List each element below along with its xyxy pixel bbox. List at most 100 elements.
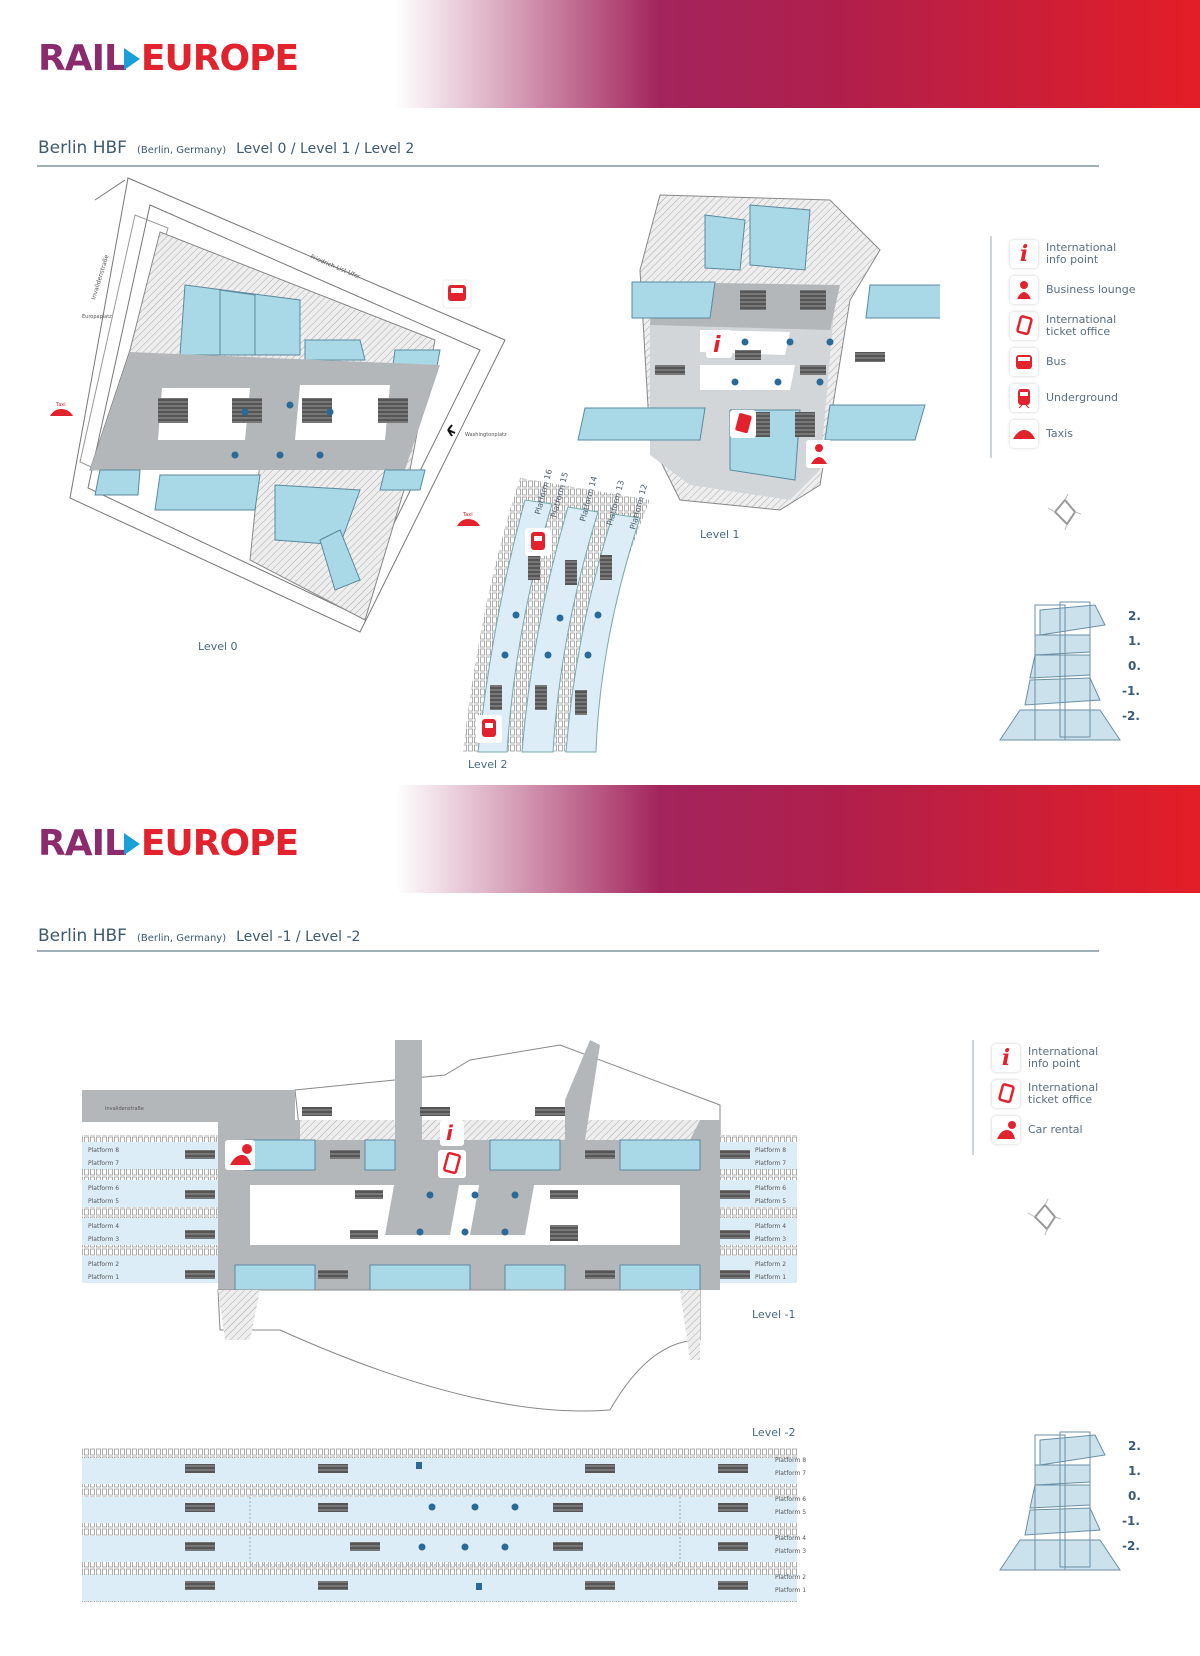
entrance-arrow-icon: [447, 424, 456, 437]
level-stack-label: -1.: [1122, 684, 1140, 698]
logo-europe: EUROPE: [140, 823, 299, 864]
svg-text:i: i: [446, 1121, 454, 1145]
legend-label: Bus: [1046, 355, 1067, 368]
ticket-office-icon[interactable]: [438, 1150, 466, 1178]
station-location: (Berlin, Germany): [136, 145, 227, 156]
platform-label: Platform 8: [88, 1147, 119, 1154]
taxi-stand-icon[interactable]: Taxi: [45, 398, 77, 424]
legend-label: Car rental: [1028, 1123, 1083, 1136]
platform-label: Platform 2: [775, 1574, 806, 1581]
platform-label: Platform 7: [88, 1160, 119, 1167]
level-stack-label: 0.: [1128, 659, 1141, 673]
info-point-icon[interactable]: i: [706, 330, 732, 358]
page-title: Berlin HBF (Berlin, Germany) Level 0 / L…: [38, 138, 414, 158]
level-label: Level 2: [468, 758, 508, 771]
logo-rail: RAIL: [38, 823, 127, 864]
platform-label: Platform 3: [755, 1236, 786, 1243]
level-label: Level 1: [700, 528, 740, 541]
logo-europe: EUROPE: [140, 38, 299, 79]
level-2-map[interactable]: Platform 16 Platform 15 Platform 14 Plat…: [463, 468, 650, 771]
info-icon: i: [992, 1044, 1020, 1072]
car-rental-icon[interactable]: [225, 1140, 255, 1170]
level-label: Level -1: [752, 1308, 796, 1321]
legend-item: International ticket office: [1010, 308, 1135, 344]
ticket-office-icon: [1010, 312, 1038, 340]
level-0-map[interactable]: Invalidenstraße Europaplatz Friedrich-Li…: [69, 177, 507, 653]
level-stack-label: 1.: [1128, 634, 1141, 648]
level-stack-label: -2.: [1122, 1539, 1140, 1553]
platform-label: Platform 7: [755, 1160, 786, 1167]
info-icon: i: [1010, 240, 1038, 268]
raileurope-logo[interactable]: RAIL EUROPE: [38, 823, 299, 864]
compass-icon: [1047, 493, 1082, 531]
underground-icon[interactable]: [525, 528, 551, 556]
level-stack-label: 2.: [1128, 1439, 1141, 1453]
platform-label: Platform 2: [88, 1261, 119, 1268]
bus-stop-icon[interactable]: [442, 279, 472, 309]
level-minus-1-map[interactable]: Invalidenstraße Platform 8 Platform 7 Pl…: [82, 1040, 797, 1412]
taxi-stand-icon[interactable]: Taxi: [452, 508, 484, 534]
underground-icon[interactable]: [476, 715, 502, 743]
platform-label: Platform 7: [775, 1470, 806, 1477]
station-location: (Berlin, Germany): [136, 933, 227, 944]
level-minus-2-map[interactable]: Level -2 Platform 8 Platform 7 Platform …: [82, 1426, 806, 1602]
platform-label: Platform 6: [755, 1185, 786, 1192]
ticket-office-icon[interactable]: [730, 410, 756, 438]
escalator-icon: [490, 555, 612, 715]
platform-label: Platform 5: [88, 1198, 119, 1205]
legend-item: International ticket office: [992, 1076, 1108, 1112]
raileurope-logo[interactable]: RAIL EUROPE: [38, 38, 299, 79]
business-lounge-icon[interactable]: [806, 440, 832, 468]
platform-label: Platform 5: [755, 1198, 786, 1205]
platform-label: Platform 1: [755, 1274, 786, 1281]
escalator-icon: [185, 1107, 750, 1279]
escalator-icon: [185, 1464, 748, 1590]
platform-label: Platform 4: [755, 1223, 786, 1230]
legend-item: Bus: [1010, 344, 1135, 380]
platform-label: Platform 4: [775, 1535, 806, 1542]
header-banner: [0, 0, 1200, 108]
svg-text:i: i: [713, 333, 721, 358]
logo-rail: RAIL: [38, 38, 127, 79]
level-stack-label: 2.: [1128, 609, 1141, 623]
legend-label: Business lounge: [1046, 283, 1136, 296]
platform-label: Platform 3: [88, 1236, 119, 1243]
levels-heading: Level -1 / Level -2: [236, 929, 361, 945]
legend-item: Business lounge: [1010, 272, 1135, 308]
ticket-office-icon: [992, 1080, 1020, 1108]
bus-icon: [1010, 348, 1038, 376]
levels-heading: Level 0 / Level 1 / Level 2: [236, 141, 415, 157]
street-label: Friedrich-List-Ufer: [309, 253, 361, 281]
legend-label: International info point: [1028, 1045, 1099, 1070]
car-rental-icon: [992, 1116, 1020, 1144]
elevator-dots: [231, 401, 334, 459]
square-label: Europaplatz: [82, 314, 112, 320]
platform-label: Platform 8: [755, 1147, 786, 1154]
logo-arrow-icon: [123, 832, 140, 855]
taxi-label: Taxi: [462, 512, 473, 518]
level-stack-label: 0.: [1128, 1489, 1141, 1503]
legend-label: Taxis: [1046, 427, 1073, 440]
platform-label: Platform 1: [88, 1274, 119, 1281]
level-1-map[interactable]: Level 1: [577, 194, 940, 541]
station-map-upper: Invalidenstraße Europaplatz Friedrich-Li…: [45, 177, 940, 771]
title-divider: [37, 165, 1099, 167]
legend-label: International ticket office: [1028, 1081, 1099, 1106]
station-name: Berlin HBF: [38, 138, 127, 158]
compass-icon: [1027, 1198, 1062, 1236]
platform-label: Platform 8: [775, 1457, 806, 1464]
platform-label: Platform 2: [755, 1261, 786, 1268]
legend-item: Taxis: [1010, 416, 1135, 452]
platform-label: Platform 6: [775, 1496, 806, 1503]
platform-label: Platform 3: [775, 1548, 806, 1555]
level-stack-label: 1.: [1128, 1464, 1141, 1478]
legend-item: i International info point: [992, 1040, 1108, 1076]
taxi-icon: [1010, 420, 1038, 448]
map-legend: i International info point International …: [972, 1040, 1108, 1155]
legend-label: International ticket office: [1046, 313, 1117, 338]
legend-item: Underground: [1010, 380, 1135, 416]
legend-item: Car rental: [992, 1112, 1108, 1148]
info-point-icon[interactable]: i: [440, 1120, 464, 1146]
